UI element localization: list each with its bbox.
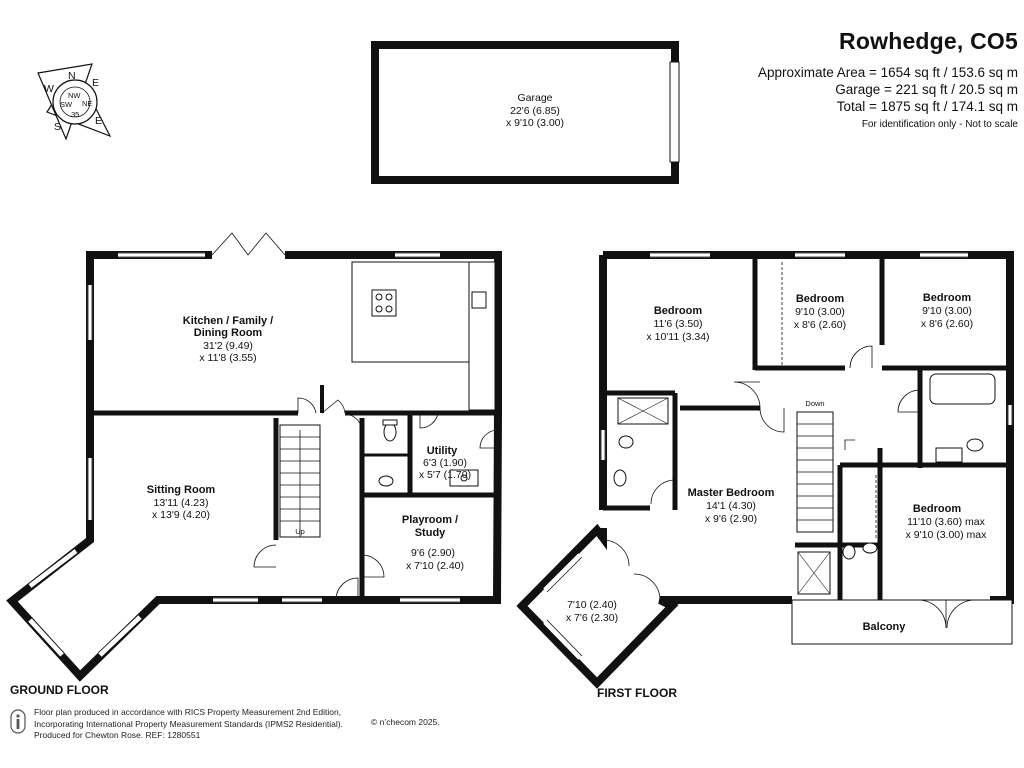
master-bedroom-dim2: x 9'6 (2.90): [705, 513, 757, 525]
playroom-dim1: 9'6 (2.90): [411, 547, 455, 559]
first-floor-plan: [516, 251, 1014, 689]
compass-deg: 35: [71, 110, 79, 119]
garage-area-text: Garage = 221 sq ft / 20.5 sq m: [835, 82, 1018, 97]
property-title: Rowhedge, CO5: [839, 28, 1018, 54]
compass-nw: NW: [68, 91, 81, 100]
balcony-label: Balcony: [863, 621, 907, 633]
stairs-down-label: Down: [805, 399, 824, 408]
bedroom4-name: Bedroom: [913, 503, 962, 515]
bedroom3-dim1: 9'10 (3.00): [922, 305, 972, 317]
ground-floor-label: GROUND FLOOR: [10, 683, 109, 697]
bedroom1-dim2: x 10'11 (3.34): [646, 331, 709, 343]
ground-floor-plan: [6, 232, 502, 682]
kitchen-dim1: 31'2 (9.49): [203, 340, 253, 352]
garage-room: Garage 22'6 (6.85) x 9'10 (3.00): [371, 41, 680, 184]
kitchen-dim2: x 11'8 (3.55): [199, 352, 256, 364]
sitting-room-name: Sitting Room: [147, 484, 216, 496]
sitting-room-dim1: 13'11 (4.23): [154, 497, 209, 509]
compass-e: E: [95, 115, 102, 127]
playroom-dim2: x 7'10 (2.40): [406, 560, 464, 572]
bedroom1-dim1: 11'6 (3.50): [653, 318, 702, 330]
copyright-text: © n’checom 2025.: [371, 717, 440, 727]
approx-area-text: Approximate Area = 1654 sq ft / 153.6 sq…: [757, 65, 1018, 80]
utility-dim2: x 5'7 (1.70): [419, 469, 471, 481]
compass-ne: NE: [82, 99, 92, 108]
master-bedroom-dim1: 14'1 (4.30): [706, 500, 756, 512]
compass-icon: N E W E S NW SW NE 35: [37, 63, 112, 141]
bedroom4-dim1: 11'10 (3.60) max: [907, 516, 985, 528]
playroom-name1: Playroom /: [402, 514, 458, 526]
bay-dim1: 7'10 (2.40): [567, 599, 617, 611]
footer-line3: Produced for Chewton Rose. REF: 1280551: [34, 730, 201, 741]
utility-dim1: 6'3 (1.90): [423, 457, 467, 469]
disclaimer-text: For identification only - Not to scale: [861, 119, 1018, 130]
garage-dim2: x 9'10 (3.00): [506, 117, 564, 129]
kitchen-name1: Kitchen / Family /: [183, 315, 273, 327]
info-icon: [10, 709, 26, 734]
total-area-text: Total = 1875 sq ft / 174.1 sq m: [836, 99, 1018, 114]
compass-w: W: [44, 83, 54, 95]
footer-line1: Floor plan produced in accordance with R…: [34, 707, 342, 717]
utility-name: Utility: [427, 445, 458, 457]
bedroom2-dim1: 9'10 (3.00): [795, 306, 845, 318]
footer-notes: Floor plan produced in accordance with R…: [34, 707, 343, 742]
garage-dim1: 22'6 (6.85): [510, 105, 560, 117]
bedroom3-name: Bedroom: [923, 292, 972, 304]
compass-n: N: [68, 70, 76, 82]
bedroom2-dim2: x 8'6 (2.60): [794, 319, 846, 331]
bedroom1-name: Bedroom: [654, 305, 703, 317]
stairs-up-label: Up: [295, 527, 305, 536]
kitchen-name2: Dining Room: [194, 327, 263, 339]
bedroom2-name: Bedroom: [796, 293, 845, 305]
bedroom3-dim2: x 8'6 (2.60): [921, 318, 973, 330]
sitting-room-dim2: x 13'9 (4.20): [152, 509, 210, 521]
bedroom4-dim2: x 9'10 (3.00) max: [906, 529, 988, 541]
bay-dim2: x 7'6 (2.30): [566, 612, 618, 624]
footer-line2: Incorporating International Property Mea…: [34, 718, 343, 729]
garage-name: Garage: [517, 92, 552, 104]
compass-s: S: [54, 121, 61, 133]
master-bedroom-name: Master Bedroom: [688, 487, 775, 499]
compass-e-top: E: [92, 77, 99, 89]
playroom-name2: Study: [415, 527, 446, 539]
compass-sw: SW: [60, 100, 73, 109]
first-floor-label: FIRST FLOOR: [597, 686, 677, 700]
